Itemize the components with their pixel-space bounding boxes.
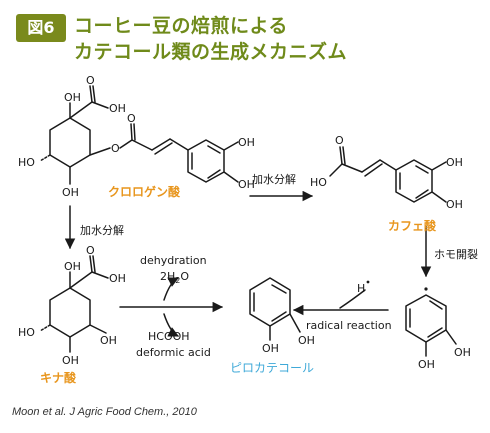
- dehydration-curve-arrow: [163, 277, 179, 301]
- quinic-acid-structure: [39, 255, 109, 353]
- deformic-curve-arrow: [163, 313, 179, 337]
- label-o: O: [335, 134, 344, 147]
- label-o: O: [127, 112, 136, 125]
- chlorogenic-acid-structure: [39, 85, 239, 185]
- label-oh: OH: [64, 260, 81, 273]
- compound-chlorogenic-acid: クロロゲン酸: [108, 184, 181, 199]
- compound-caffeic-acid: カフェ酸: [388, 218, 437, 233]
- label-o: O: [86, 74, 95, 87]
- pyrocatechol-structure: [249, 277, 301, 341]
- step-h-radical: H: [357, 282, 365, 295]
- step-hydrolysis-down: 加水分解: [80, 223, 124, 237]
- label-oh: OH: [238, 136, 255, 149]
- label-oh: OH: [100, 334, 117, 347]
- label-oh: OH: [109, 272, 126, 285]
- h-radical-curve: [339, 289, 366, 309]
- label-ho: HO: [18, 156, 35, 169]
- label-oh: OH: [446, 198, 463, 211]
- figure-header: 図6 コーヒー豆の焙煎による カテコール類の生成メカニズム: [0, 0, 490, 64]
- label-oh: OH: [418, 358, 435, 371]
- label-oh: OH: [62, 354, 79, 367]
- label-ho: HO: [310, 176, 327, 189]
- figure-badge: 図6: [16, 14, 66, 42]
- step-formic: HCOOH: [148, 330, 190, 343]
- figure-title-line1: コーヒー豆の焙煎による: [74, 15, 288, 37]
- citation: Moon et al. J Agric Food Chem., 2010: [12, 406, 197, 418]
- step-deformic: deformic acid: [136, 346, 211, 359]
- figure-title-line2: カテコール類の生成メカニズム: [74, 41, 348, 63]
- step-water: 2H2O: [160, 270, 189, 285]
- label-oh: OH: [109, 102, 126, 115]
- label-oh: OH: [238, 178, 255, 191]
- label-oh: OH: [62, 186, 79, 199]
- step-hydrolysis-right: 加水分解: [252, 172, 296, 186]
- compound-pyrocatechol: ピロカテコール: [230, 361, 314, 375]
- step-radical-reaction: radical reaction: [306, 319, 392, 332]
- label-o: O: [86, 244, 95, 257]
- label-oh: OH: [298, 334, 315, 347]
- catechol-radical-structure: [405, 294, 457, 357]
- label-oh: OH: [446, 156, 463, 169]
- compound-quinic-acid: キナ酸: [40, 370, 77, 385]
- label-oh: OH: [64, 91, 81, 104]
- step-dehydration: dehydration: [140, 254, 207, 267]
- label-ho: HO: [18, 326, 35, 339]
- step-homolysis: ホモ開裂: [434, 248, 478, 261]
- h-radical-dot: [366, 280, 370, 284]
- label-oh: OH: [262, 342, 279, 355]
- label-oh: OH: [454, 346, 471, 359]
- radical-dot: [424, 287, 428, 291]
- caffeic-acid-structure: [329, 146, 447, 203]
- label-o: O: [111, 142, 120, 155]
